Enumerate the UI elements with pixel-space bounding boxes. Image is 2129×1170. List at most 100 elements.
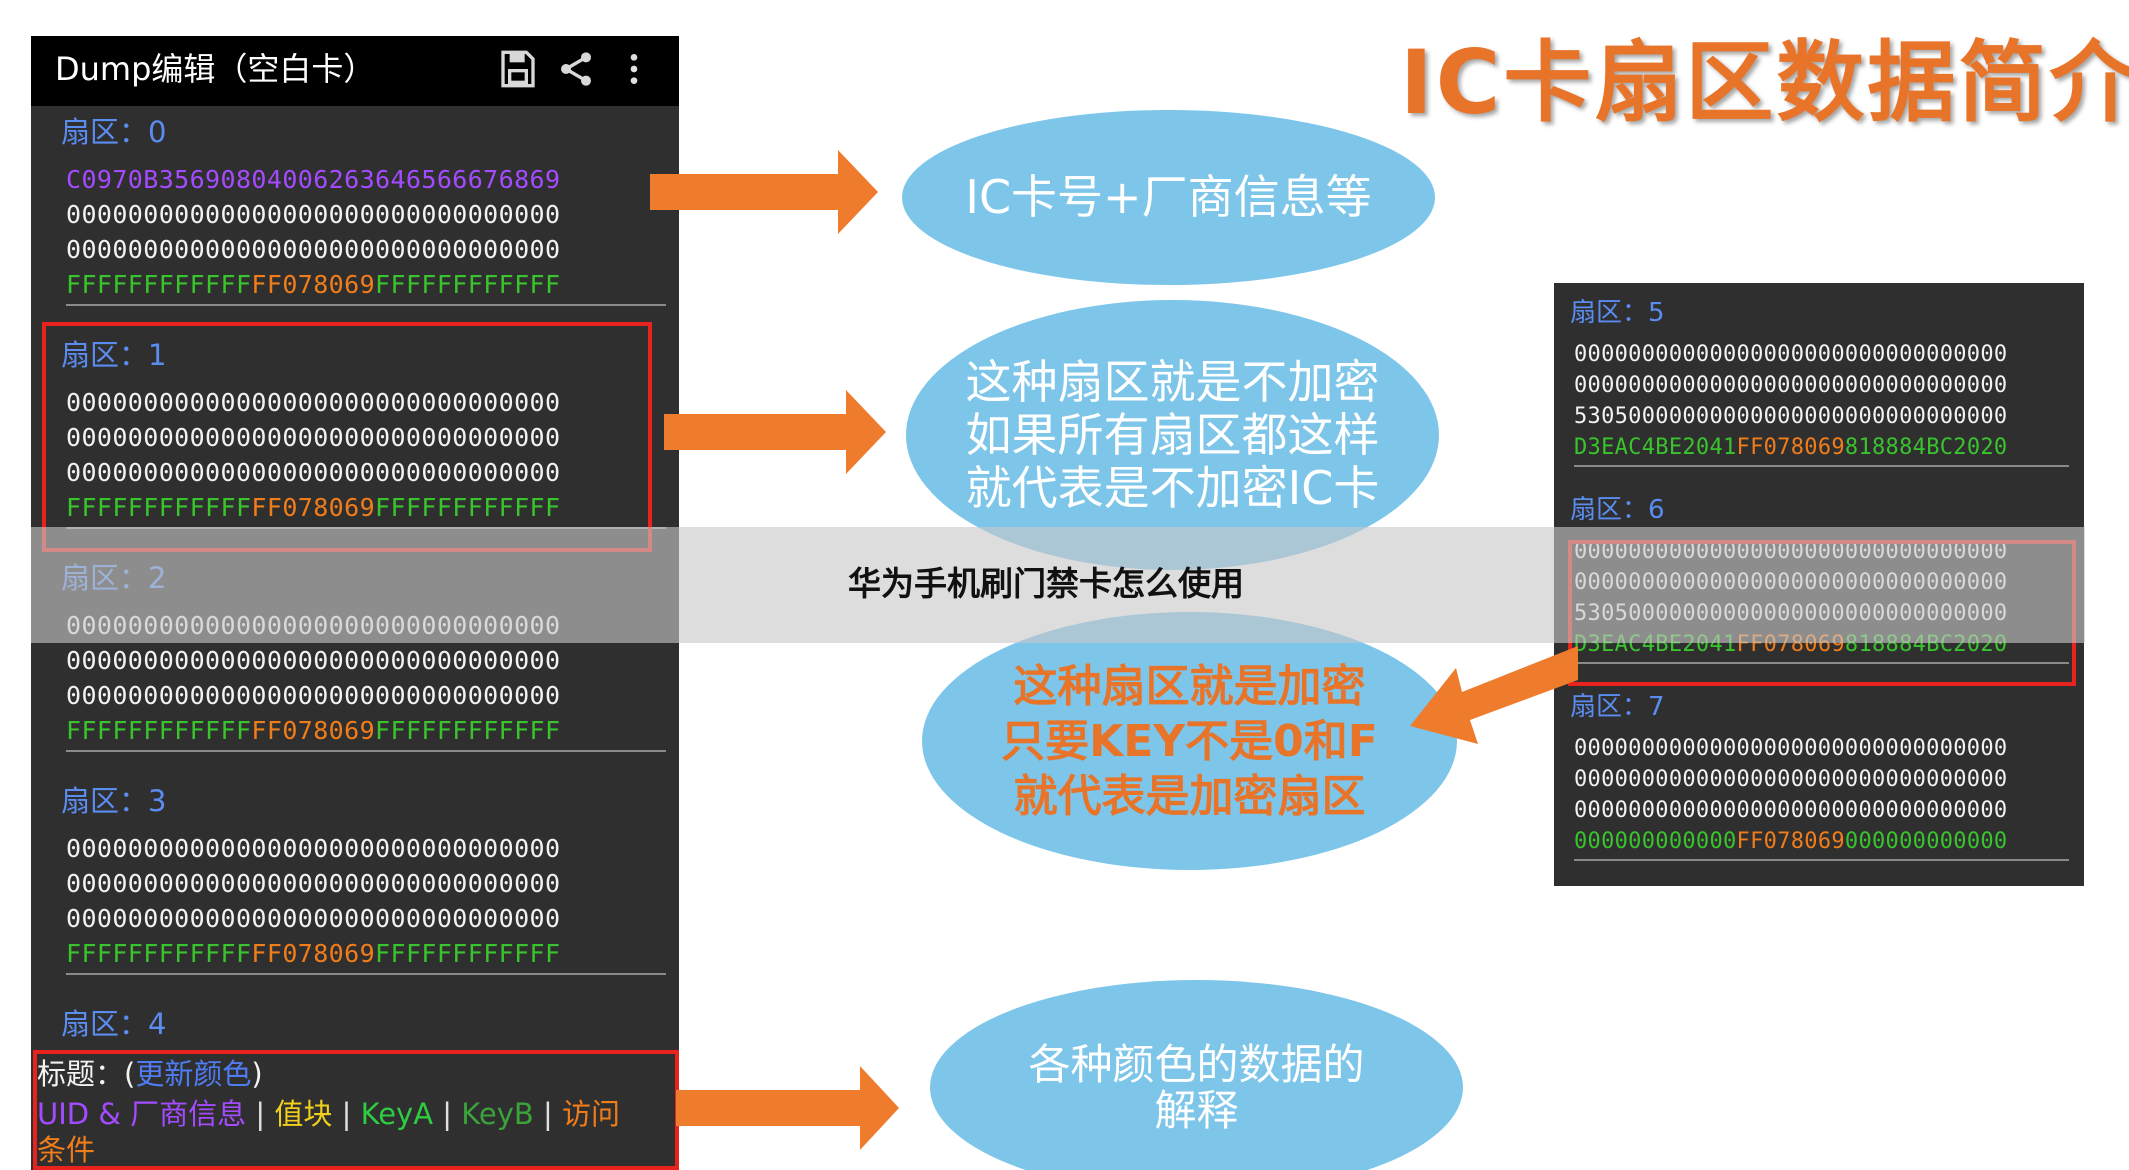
hex-segment-green: FFFFFFFFFFFF bbox=[375, 493, 561, 522]
arrow-to-uid-bubble bbox=[650, 150, 878, 234]
hex-data-row[interactable]: FFFFFFFFFFFFFF078069FFFFFFFFFFFF bbox=[66, 267, 560, 302]
bubble-not-encrypted-text: 这种扇区就是不加密 如果所有扇区都这样 就代表是不加密IC卡 bbox=[965, 354, 1380, 515]
legend-item: | bbox=[433, 1097, 462, 1131]
hex-segment-green: FFFFFFFFFFFF bbox=[375, 270, 561, 299]
hex-segment-green: 818884BC2020 bbox=[1844, 435, 2008, 460]
hex-data-row[interactable]: 53050000000000000000000000000000 bbox=[1574, 401, 2007, 432]
share-icon[interactable] bbox=[551, 44, 601, 94]
hex-segment-green: FFFFFFFFFFFF bbox=[375, 716, 561, 745]
sector-label: 扇区：3 bbox=[61, 784, 167, 818]
sector-label: 扇区：1 bbox=[61, 338, 167, 372]
hex-segment-white: 53050000000000000000000000000000 bbox=[1574, 404, 2008, 429]
hex-segment-orange: FF078069 bbox=[1736, 435, 1845, 460]
hex-segment-white: 00000000000000000000000000000000 bbox=[66, 423, 561, 452]
hex-data-row[interactable]: D3EAC4BE2041FF078069818884BC2020 bbox=[1574, 432, 2007, 463]
legend-item: UID bbox=[37, 1097, 90, 1131]
sector-label: 扇区：6 bbox=[1570, 495, 1665, 525]
legend-title-suffix: ) bbox=[251, 1057, 263, 1091]
bubble-color-legend-text: 各种颜色的数据的 解释 bbox=[1028, 1039, 1365, 1135]
highlight-box-legend bbox=[33, 1050, 679, 1170]
hex-segment-orange: FF078069 bbox=[251, 716, 376, 745]
bubble-uid-info: IC卡号+厂商信息等 bbox=[902, 110, 1435, 285]
update-color-link[interactable]: 更新颜色 bbox=[135, 1057, 252, 1091]
caption-overlay bbox=[31, 527, 2085, 643]
sector-label: 扇区：4 bbox=[61, 1007, 167, 1041]
highlight-box-sector-1 bbox=[42, 322, 652, 552]
hex-segment-white: 00000000000000000000000000000000 bbox=[1574, 736, 2008, 761]
arrow-to-color-bubble bbox=[676, 1066, 899, 1150]
bubble-uid-info-text: IC卡号+厂商信息等 bbox=[965, 170, 1372, 224]
save-icon[interactable] bbox=[493, 44, 543, 94]
hex-segment-white: 00000000000000000000000000000000 bbox=[66, 869, 561, 898]
hex-segment-green: FFFFFFFFFFFF bbox=[66, 493, 252, 522]
hex-data-row[interactable]: FFFFFFFFFFFFFF078069FFFFFFFFFFFF bbox=[66, 713, 560, 748]
hex-segment-green: 000000000000 bbox=[1574, 829, 1737, 854]
legend-item: | bbox=[533, 1097, 562, 1131]
bubble-not-encrypted: 这种扇区就是不加密 如果所有扇区都这样 就代表是不加密IC卡 bbox=[906, 300, 1439, 570]
hex-segment-white: 00000000000000000000000000000000 bbox=[1574, 373, 2008, 398]
hex-segment-green: FFFFFFFFFFFF bbox=[375, 939, 561, 968]
hex-data-row[interactable]: 00000000000000000000000000000000 bbox=[1574, 370, 2007, 401]
hex-data-row[interactable]: FFFFFFFFFFFFFF078069FFFFFFFFFFFF bbox=[66, 936, 560, 971]
hex-data-row[interactable]: FFFFFFFFFFFFFF078069FFFFFFFFFFFF bbox=[66, 490, 560, 525]
hex-segment-white: 00000000000000000000000000000000 bbox=[66, 681, 561, 710]
hex-segment-green: 000000000000 bbox=[1844, 829, 2008, 854]
hex-segment-white: 00000000000000000000000000000000 bbox=[66, 200, 561, 229]
hex-data-row[interactable]: 00000000000000000000000000000000 bbox=[66, 420, 560, 455]
arrow-to-not-encrypted-bubble bbox=[664, 390, 886, 474]
hex-data-row[interactable]: 00000000000000000000000000000000 bbox=[66, 232, 560, 267]
hex-segment-white: 00000000000000000000000000000000 bbox=[66, 388, 561, 417]
legend-item: 访问 bbox=[561, 1097, 620, 1131]
hex-data-row[interactable]: 00000000000000000000000000000000 bbox=[66, 831, 560, 866]
hex-data-row[interactable]: 00000000000000000000000000000000 bbox=[1574, 764, 2007, 795]
hex-segment-green: FFFFFFFFFFFF bbox=[66, 939, 252, 968]
hex-data-row[interactable]: 00000000000000000000000000000000 bbox=[1574, 733, 2007, 764]
page-title: IC卡扇区数据简介 bbox=[1400, 31, 2129, 134]
hex-data-row[interactable]: 00000000000000000000000000000000 bbox=[66, 455, 560, 490]
hex-segment-purple: C0970B35690804006263646566676869 bbox=[66, 165, 561, 194]
hex-data-row[interactable]: C0970B35690804006263646566676869 bbox=[66, 162, 560, 197]
legend-title-line: 标题：(更新颜色) bbox=[37, 1056, 263, 1092]
sector-divider bbox=[1574, 465, 2069, 467]
hex-segment-orange: FF078069 bbox=[251, 270, 376, 299]
hex-segment-orange: FF078069 bbox=[251, 493, 376, 522]
sector-divider bbox=[66, 750, 666, 752]
hex-data-row[interactable]: 00000000000000000000000000000000 bbox=[66, 901, 560, 936]
more-vert-icon[interactable] bbox=[609, 44, 659, 94]
sector-divider bbox=[66, 973, 666, 975]
sector-label: 扇区：0 bbox=[61, 115, 167, 149]
legend-item: | bbox=[332, 1097, 361, 1131]
sector-divider bbox=[1574, 662, 2069, 664]
hex-segment-green: D3EAC4BE2041 bbox=[1574, 435, 1737, 460]
hex-data-row[interactable]: 00000000000000000000000000000000 bbox=[66, 385, 560, 420]
hex-data-row[interactable]: 00000000000000000000000000000000 bbox=[66, 866, 560, 901]
hex-segment-white: 00000000000000000000000000000000 bbox=[66, 235, 561, 264]
bubble-color-legend: 各种颜色的数据的 解释 bbox=[930, 980, 1463, 1170]
hex-data-row[interactable]: 00000000000000000000000000000000 bbox=[66, 678, 560, 713]
bubble-encrypted-text: 这种扇区就是加密 只要KEY不是0和F 就代表是加密扇区 bbox=[1001, 660, 1378, 822]
legend-access-continued: 条件 bbox=[37, 1133, 96, 1167]
app-title: Dump编辑（空白卡） bbox=[55, 50, 376, 88]
hex-segment-green: FFFFFFFFFFFF bbox=[66, 716, 252, 745]
legend-items: UID & 厂商信息 | 值块 | KeyA | KeyB | 访问 bbox=[37, 1096, 620, 1132]
arrow-to-encrypted-bubble bbox=[1410, 646, 1578, 744]
hex-segment-white: 00000000000000000000000000000000 bbox=[1574, 798, 2008, 823]
hex-data-row[interactable]: 00000000000000000000000000000000 bbox=[66, 643, 560, 678]
sector-label: 扇区：7 bbox=[1570, 692, 1665, 722]
hex-segment-orange: FF078069 bbox=[1736, 829, 1845, 854]
sector-divider bbox=[1574, 859, 2069, 861]
hex-segment-green: FFFFFFFFFFFF bbox=[66, 270, 252, 299]
hex-segment-white: 00000000000000000000000000000000 bbox=[1574, 767, 2008, 792]
hex-data-row[interactable]: 00000000000000000000000000000000 bbox=[1574, 795, 2007, 826]
hex-segment-white: 00000000000000000000000000000000 bbox=[1574, 342, 2008, 367]
bubble-encrypted: 这种扇区就是加密 只要KEY不是0和F 就代表是加密扇区 bbox=[922, 612, 1457, 870]
hex-data-row[interactable]: 00000000000000000000000000000000 bbox=[66, 197, 560, 232]
legend-item: & bbox=[89, 1097, 131, 1131]
legend-item: | bbox=[246, 1097, 275, 1131]
legend-item: KeyA bbox=[360, 1097, 434, 1131]
hex-segment-orange: FF078069 bbox=[251, 939, 376, 968]
hex-segment-white: 00000000000000000000000000000000 bbox=[66, 904, 561, 933]
hex-data-row[interactable]: 000000000000FF078069000000000000 bbox=[1574, 826, 2007, 857]
hex-segment-white: 00000000000000000000000000000000 bbox=[66, 834, 561, 863]
hex-data-row[interactable]: 00000000000000000000000000000000 bbox=[1574, 339, 2007, 370]
